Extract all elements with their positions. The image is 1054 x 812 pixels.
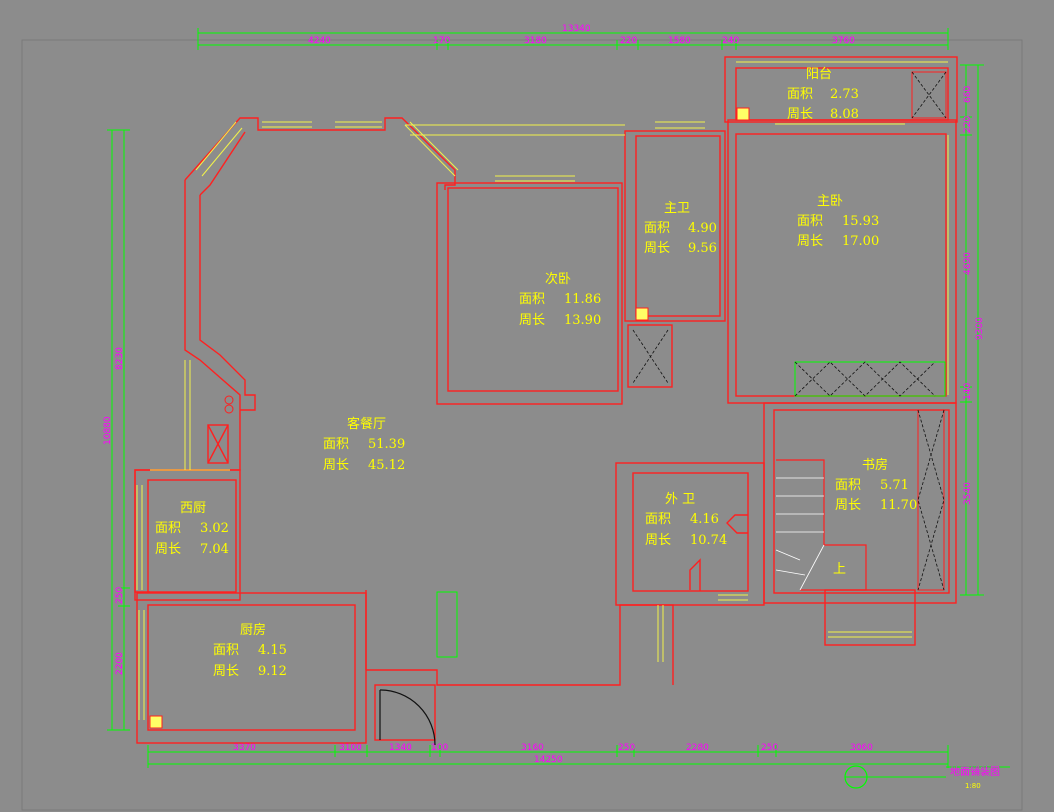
top-dim-1: 4240: [308, 36, 331, 46]
bottom-dimension-lines: [147, 745, 949, 768]
room-living-dining: 客餐厅 面积 51.39 周长 45.12: [323, 416, 405, 473]
area-label: 面积: [835, 478, 861, 493]
left-dim-2: 250: [115, 587, 125, 604]
perimeter-value: 17.00: [842, 234, 879, 249]
bottom-dim-4: 100: [431, 743, 448, 753]
bottom-dim-3: 1340: [389, 743, 412, 753]
area-label: 面积: [519, 292, 545, 307]
room-master-bath: 主卫 面积 4.90 周长 9.56: [644, 201, 717, 256]
perimeter-value: 7.04: [200, 542, 229, 557]
room-study: 书房 面积 5.71 周长 11.70: [835, 457, 917, 513]
perimeter-label: 周长: [213, 664, 239, 679]
drawing-frame: [21, 39, 1023, 811]
area-value: 4.16: [690, 512, 719, 527]
perimeter-label: 周长: [797, 234, 823, 249]
top-dim-4: 220: [620, 36, 637, 46]
top-dim-5: 1580: [668, 36, 691, 46]
room-name: 阳台: [806, 67, 832, 82]
perimeter-value: 13.90: [564, 313, 601, 328]
room-name: 书房: [862, 457, 888, 473]
room-western-kitchen: 西厨 面积 3.02 周长 7.04: [155, 501, 229, 557]
right-dim-2: 220: [963, 116, 973, 133]
windows: [136, 61, 949, 720]
room-master-bedroom: 主卧 面积 15.93 周长 17.00: [797, 194, 879, 249]
right-dim-5: 3540: [963, 482, 973, 505]
room-name: 客餐厅: [347, 416, 386, 432]
right-dim-1: 660: [963, 86, 973, 103]
drawing-title: 地面铺装图: [950, 765, 1000, 778]
top-dim-6: 240: [722, 36, 739, 46]
top-total-dim: 13340: [562, 24, 591, 34]
area-label: 面积: [155, 521, 181, 536]
perimeter-value: 9.12: [258, 664, 287, 679]
room-name: 次卧: [545, 271, 571, 287]
perimeter-label: 周长: [323, 458, 349, 473]
bottom-dim-6: 250: [618, 743, 635, 753]
room-guest-bath: 外 卫 面积 4.16 周长 10.74: [645, 492, 727, 548]
perimeter-value: 10.74: [690, 533, 727, 548]
perimeter-value: 11.70: [880, 498, 917, 513]
top-dim-7: 3760: [832, 36, 855, 46]
perimeter-label: 周长: [519, 313, 545, 328]
bottom-dim-8: 250: [761, 743, 778, 753]
right-total-dim: 9300: [975, 317, 985, 340]
perimeter-value: 45.12: [368, 458, 405, 473]
top-dimension-lines: [197, 28, 949, 50]
perimeter-label: 周长: [155, 542, 181, 557]
stair-up-label: 上: [833, 562, 846, 577]
bottom-dim-5: 3160: [521, 743, 544, 753]
left-total-dim: 10880: [103, 416, 113, 445]
perimeter-label: 周长: [835, 498, 861, 513]
drawing-scale: 1:80: [965, 782, 981, 790]
left-dim-1: 8230: [115, 347, 125, 370]
area-value: 2.73: [830, 87, 859, 102]
right-dim-4: 140: [963, 383, 973, 400]
area-value: 11.86: [564, 292, 601, 307]
room-name: 外 卫: [665, 492, 695, 507]
area-label: 面积: [787, 87, 813, 102]
perimeter-label: 周长: [787, 107, 813, 122]
room-second-bedroom: 次卧 面积 11.86 周长 13.90: [519, 271, 601, 328]
area-value: 4.15: [258, 643, 287, 658]
area-value: 15.93: [842, 214, 879, 229]
area-value: 5.71: [880, 478, 909, 493]
left-dimension-lines: [107, 129, 130, 731]
area-value: 51.39: [368, 437, 405, 452]
right-dim-3: 4690: [963, 252, 973, 275]
staircase: [775, 459, 867, 591]
area-label: 面积: [644, 221, 670, 236]
title-block: 地面铺装图 1:80: [844, 765, 1010, 790]
room-balcony: 阳台 面积 2.73 周长 8.08: [787, 67, 859, 122]
room-name: 主卫: [664, 201, 690, 216]
area-label: 面积: [213, 643, 239, 658]
left-dim-3: 2200: [115, 652, 125, 675]
bottom-total-dim: 14250: [534, 755, 563, 765]
walls: [134, 56, 958, 744]
perimeter-label: 周长: [644, 241, 670, 256]
area-value: 3.02: [200, 521, 229, 536]
perimeter-value: 9.56: [688, 241, 717, 256]
bottom-dim-7: 2280: [686, 743, 709, 753]
right-dimension-lines: [960, 64, 984, 596]
wardrobe-hatch: [149, 71, 947, 729]
room-name: 西厨: [180, 501, 206, 516]
perimeter-value: 8.08: [830, 107, 859, 122]
top-dim-3: 3180: [524, 36, 547, 46]
area-value: 4.90: [688, 221, 717, 236]
entry-door-swing: [379, 689, 436, 746]
perimeter-label: 周长: [645, 533, 671, 548]
bottom-dim-1: 3370: [233, 743, 256, 753]
room-name: 主卧: [817, 194, 843, 209]
room-name: 厨房: [240, 622, 266, 638]
area-label: 面积: [323, 437, 349, 452]
room-kitchen: 厨房 面积 4.15 周长 9.12: [213, 622, 287, 679]
area-label: 面积: [797, 214, 823, 229]
top-dim-2: 170: [433, 36, 450, 46]
bottom-dim-2: 3100: [339, 743, 362, 753]
area-label: 面积: [645, 512, 671, 527]
bottom-dim-9: 3060: [850, 743, 873, 753]
